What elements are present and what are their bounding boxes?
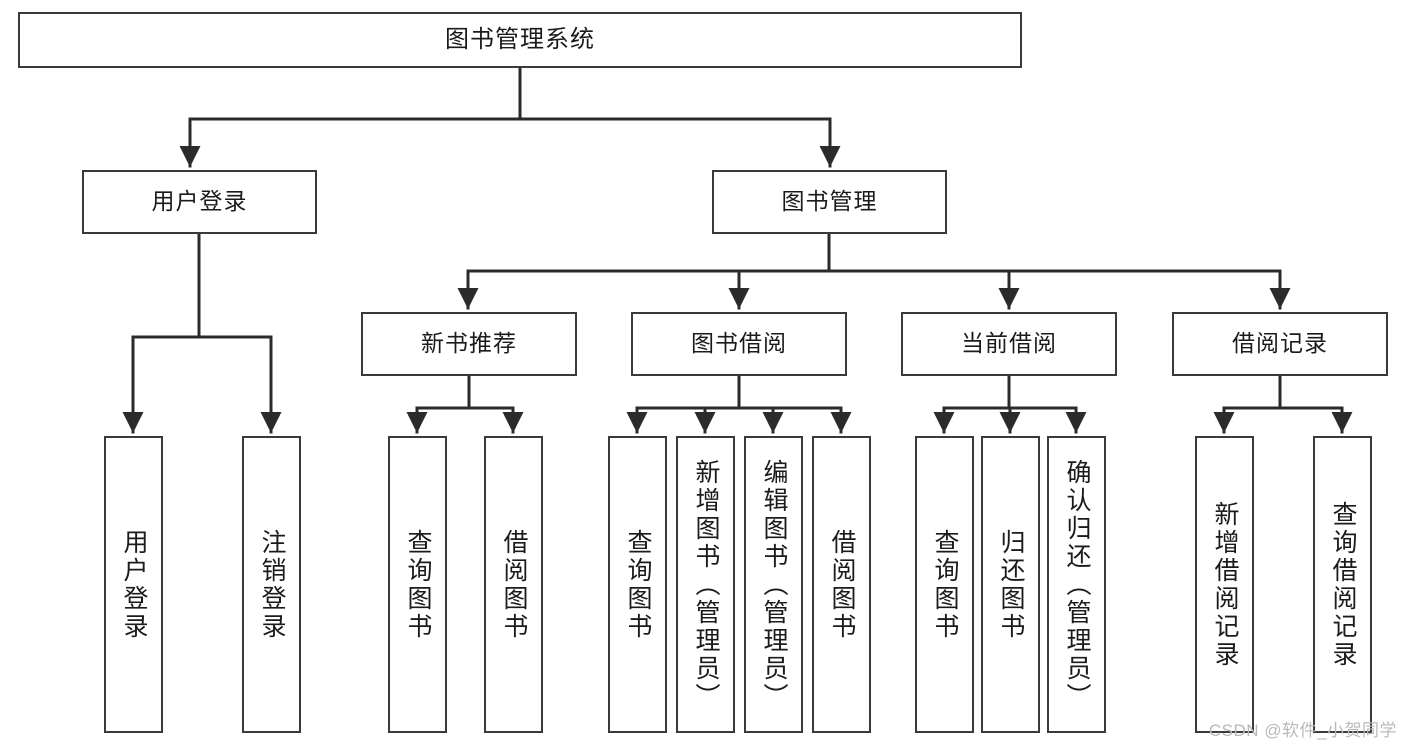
node-user-login[interactable]: 用户登录 [82,170,317,234]
node-borrow-record-label: 借阅记录 [1232,330,1328,357]
node-leaf-edit-book-label: 编辑图书（管理员） [760,458,788,711]
node-book-borrow-label: 图书借阅 [691,330,787,357]
node-new-book-recommend[interactable]: 新书推荐 [361,312,577,376]
node-user-login-label: 用户登录 [151,188,248,215]
node-leaf-query-record-label: 查询借阅记录 [1329,500,1357,669]
node-leaf-add-record[interactable]: 新增借阅记录 [1195,436,1254,733]
node-leaf-borrow-book-1[interactable]: 借阅图书 [484,436,543,733]
node-leaf-borrow-book-2[interactable]: 借阅图书 [812,436,871,733]
node-root-label: 图书管理系统 [445,25,595,53]
node-leaf-query-book-3[interactable]: 查询图书 [915,436,974,733]
node-leaf-confirm-return[interactable]: 确认归还（管理员） [1047,436,1106,733]
node-root[interactable]: 图书管理系统 [18,12,1022,68]
node-leaf-add-book-label: 新增图书（管理员） [692,458,720,711]
node-book-management-label: 图书管理 [781,188,878,215]
watermark: CSDN @软件_小贺同学 [1208,721,1397,740]
node-leaf-logout[interactable]: 注销登录 [242,436,301,733]
node-leaf-logout-label: 注销登录 [258,528,286,641]
node-leaf-query-book-3-label: 查询图书 [931,528,959,641]
node-leaf-borrow-book-2-label: 借阅图书 [828,528,856,641]
node-leaf-user-login-label: 用户登录 [120,528,148,641]
node-current-borrow[interactable]: 当前借阅 [901,312,1117,376]
node-current-borrow-label: 当前借阅 [961,330,1057,357]
node-leaf-query-book-1[interactable]: 查询图书 [388,436,447,733]
node-leaf-borrow-book-1-label: 借阅图书 [500,528,528,641]
node-leaf-query-book-2[interactable]: 查询图书 [608,436,667,733]
node-leaf-confirm-return-label: 确认归还（管理员） [1063,458,1091,711]
node-leaf-add-book[interactable]: 新增图书（管理员） [676,436,735,733]
node-book-borrow[interactable]: 图书借阅 [631,312,847,376]
node-leaf-return-book[interactable]: 归还图书 [981,436,1040,733]
node-leaf-add-record-label: 新增借阅记录 [1211,500,1239,669]
node-borrow-record[interactable]: 借阅记录 [1172,312,1388,376]
node-leaf-user-login[interactable]: 用户登录 [104,436,163,733]
node-leaf-query-book-1-label: 查询图书 [404,528,432,641]
node-leaf-return-book-label: 归还图书 [997,528,1025,641]
node-book-management[interactable]: 图书管理 [712,170,947,234]
node-leaf-edit-book[interactable]: 编辑图书（管理员） [744,436,803,733]
node-leaf-query-book-2-label: 查询图书 [624,528,652,641]
node-leaf-query-record[interactable]: 查询借阅记录 [1313,436,1372,733]
node-new-book-recommend-label: 新书推荐 [421,330,517,357]
